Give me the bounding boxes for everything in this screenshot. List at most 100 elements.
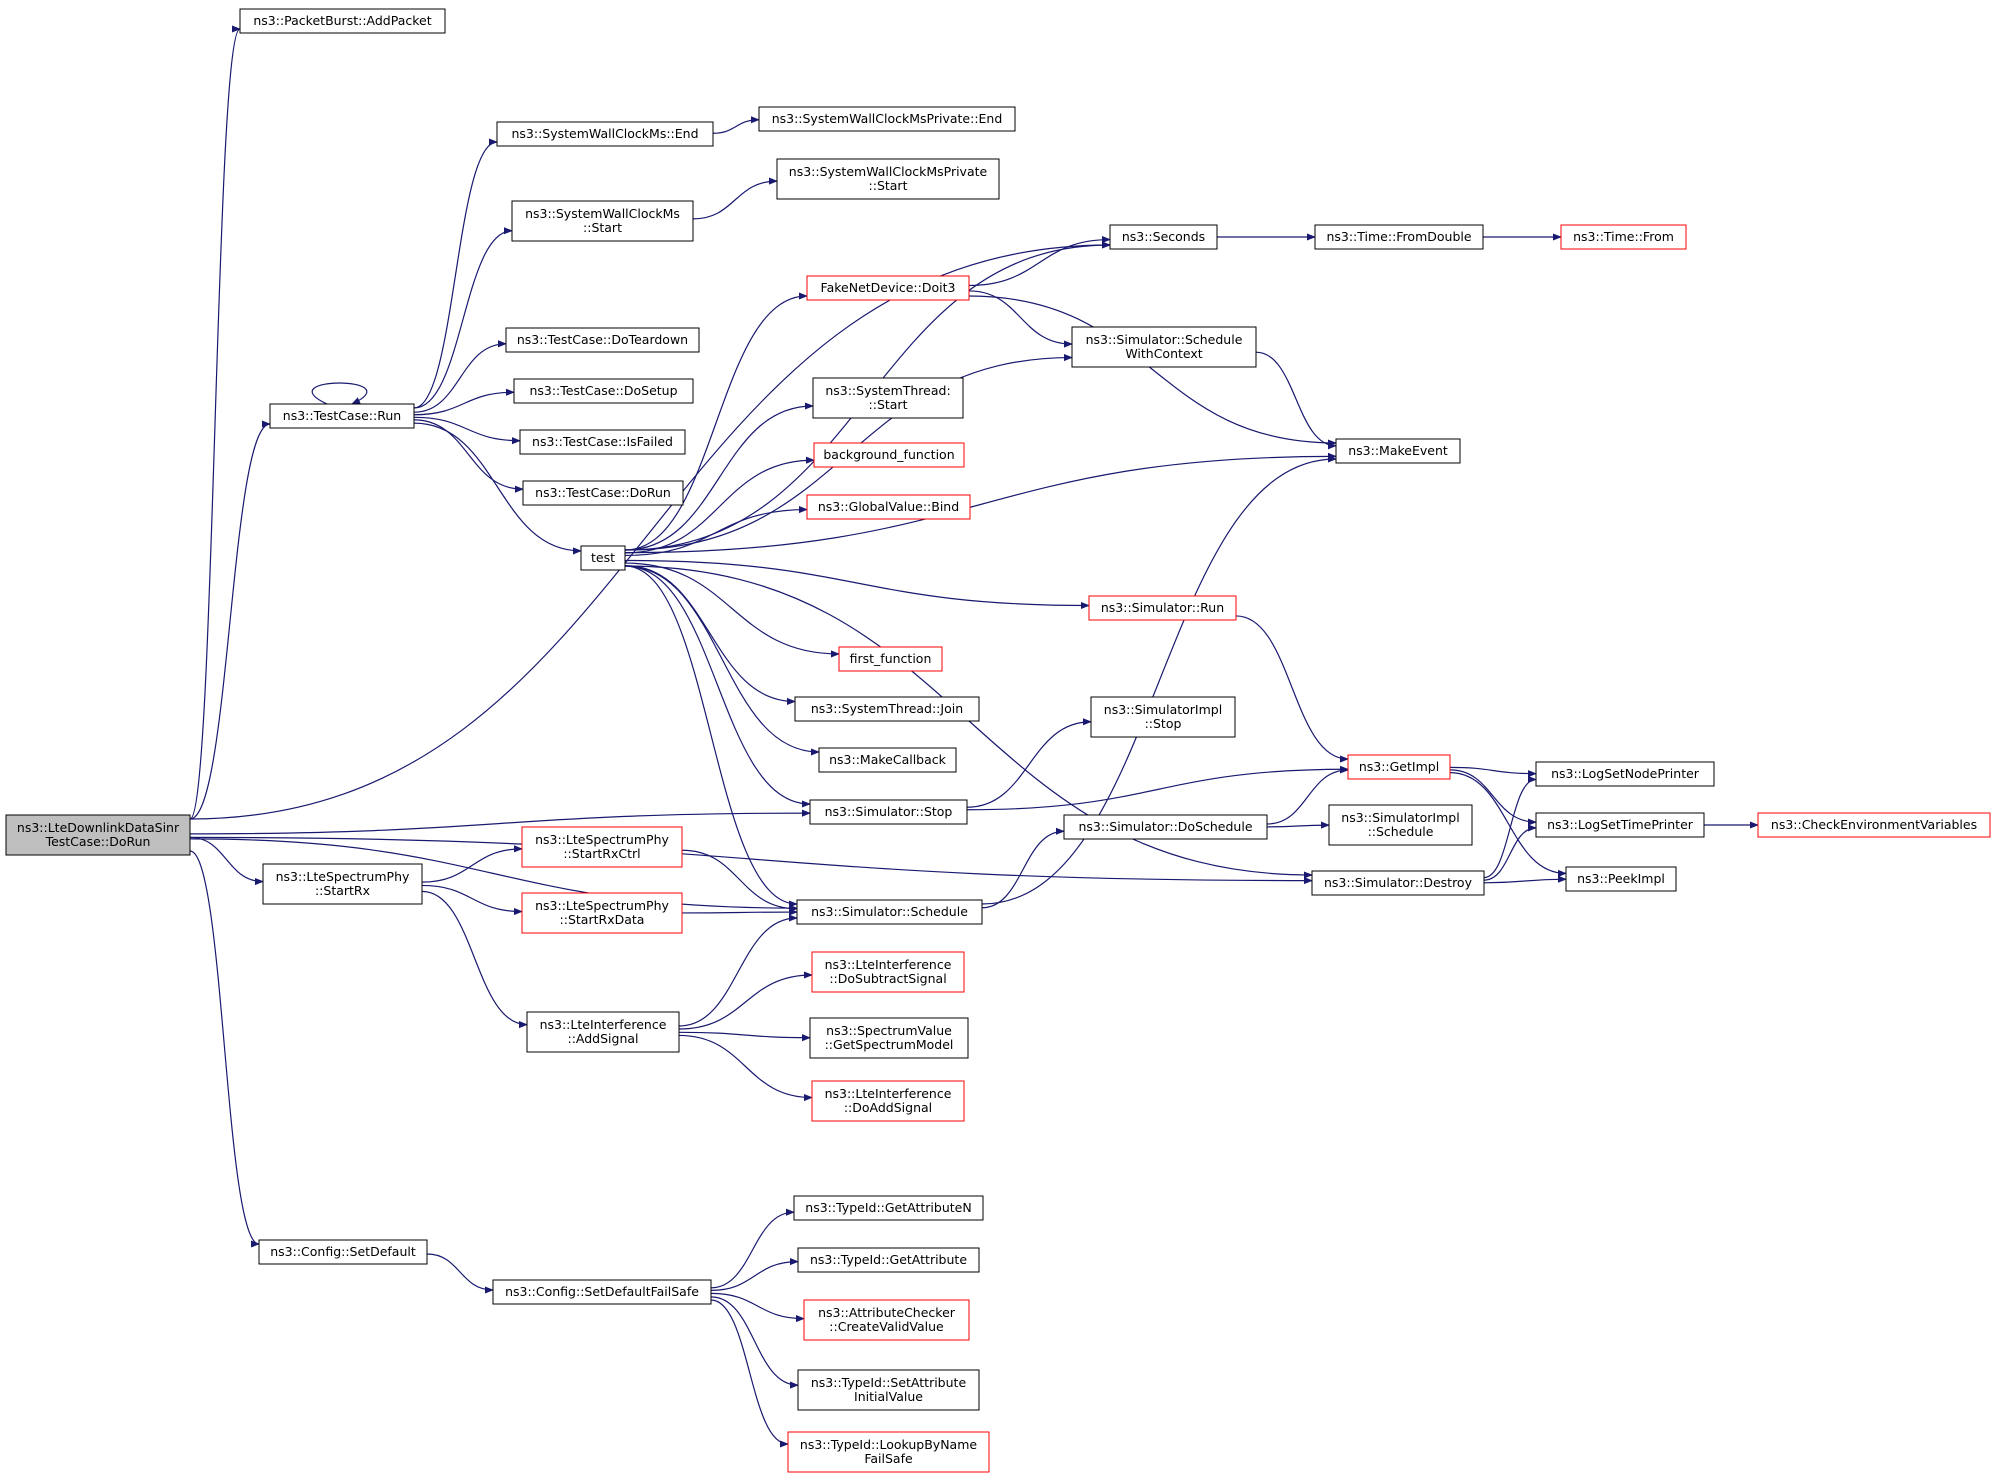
node-timeFrom[interactable]: ns3::Time::From bbox=[1560, 224, 1687, 250]
node-firstFunc[interactable]: first_function bbox=[838, 646, 943, 672]
node-box bbox=[505, 327, 700, 353]
edge-startRx-to-startRxData bbox=[421, 884, 523, 916]
node-swcStart[interactable]: ns3::SystemWallClockMs::Start bbox=[511, 200, 694, 242]
edge-test-to-doit3 bbox=[624, 292, 808, 551]
node-label: ns3::TestCase::DoRun bbox=[535, 485, 671, 500]
node-label: ns3::Simulator::Destroy bbox=[1324, 875, 1473, 890]
node-swcEnd[interactable]: ns3::SystemWallClockMs::End bbox=[496, 121, 714, 147]
node-box bbox=[258, 1239, 428, 1265]
edge-startRx-to-startRxCtrl bbox=[421, 845, 523, 883]
node-label: ns3::SystemThread::Join bbox=[811, 701, 963, 716]
edge-root-to-simStop bbox=[189, 809, 811, 835]
edge-setDefaultFS-to-getAttr bbox=[710, 1258, 799, 1291]
node-box bbox=[797, 1369, 980, 1411]
node-label: FailSafe bbox=[864, 1451, 913, 1466]
node-getSpecModel[interactable]: ns3::SpectrumValue::GetSpectrumModel bbox=[809, 1017, 969, 1059]
node-box bbox=[806, 275, 970, 301]
node-startRxData[interactable]: ns3::LteSpectrumPhy::StartRxData bbox=[521, 892, 683, 934]
node-addSignal[interactable]: ns3::LteInterference::AddSignal bbox=[526, 1011, 680, 1053]
node-setDefault[interactable]: ns3::Config::SetDefault bbox=[258, 1239, 428, 1265]
node-swcpEnd[interactable]: ns3::SystemWallClockMsPrivate::End bbox=[758, 106, 1016, 132]
node-addpacket[interactable]: ns3::PacketBurst::AddPacket bbox=[239, 8, 446, 34]
node-label: ns3::TestCase::DoTeardown bbox=[517, 332, 688, 347]
node-gvBind[interactable]: ns3::GlobalValue::Bind bbox=[806, 494, 971, 520]
node-box bbox=[239, 8, 446, 34]
edge-root-to-addpacket bbox=[189, 25, 241, 820]
node-box bbox=[809, 799, 968, 825]
node-label: WithContext bbox=[1125, 346, 1202, 361]
edge-setDefaultFS-to-createValid bbox=[710, 1292, 805, 1323]
node-getAttr[interactable]: ns3::TypeId::GetAttribute bbox=[797, 1247, 980, 1273]
node-peekImpl[interactable]: ns3::PeekImpl bbox=[1565, 866, 1677, 892]
node-label: ns3::TypeId::GetAttribute bbox=[810, 1252, 967, 1267]
node-bgFunc[interactable]: background_function bbox=[813, 442, 965, 468]
node-simSchedule[interactable]: ns3::Simulator::Schedule bbox=[796, 899, 983, 925]
edge-swcEnd-to-swcpEnd bbox=[712, 116, 760, 134]
node-simImplStop[interactable]: ns3::SimulatorImpl::Stop bbox=[1090, 696, 1236, 738]
node-swcpStart[interactable]: ns3::SystemWallClockMsPrivate::Start bbox=[776, 158, 1000, 200]
node-isFailed[interactable]: ns3::TestCase::IsFailed bbox=[519, 429, 686, 455]
edge-root-to-startRx bbox=[189, 836, 264, 886]
edge-simStop-to-simImplStop bbox=[966, 718, 1092, 808]
node-stJoin[interactable]: ns3::SystemThread::Join bbox=[794, 696, 980, 722]
edge-startRxCtrl-to-simSchedule bbox=[681, 849, 798, 913]
node-logTime[interactable]: ns3::LogSetTimePrinter bbox=[1535, 812, 1705, 838]
node-makeCallback[interactable]: ns3::MakeCallback bbox=[818, 747, 957, 773]
edge-tcRun-to-teardown bbox=[413, 340, 507, 413]
node-makeEvent[interactable]: ns3::MakeEvent bbox=[1335, 438, 1461, 464]
node-simRun[interactable]: ns3::Simulator::Run bbox=[1088, 595, 1237, 621]
node-box bbox=[776, 158, 1000, 200]
edge-setDefault-to-setDefaultFS bbox=[426, 1253, 494, 1294]
edge-root-to-tcRun bbox=[189, 420, 271, 820]
node-label: ns3::LteSpectrumPhy bbox=[276, 869, 410, 884]
node-label: ns3::SpectrumValue bbox=[826, 1023, 952, 1038]
node-box bbox=[797, 1247, 980, 1273]
node-doAddSignal[interactable]: ns3::LteInterference::DoAddSignal bbox=[811, 1080, 965, 1122]
node-label: ns3::LteSpectrumPhy bbox=[535, 898, 669, 913]
node-tcRun[interactable]: ns3::TestCase::Run bbox=[269, 403, 415, 429]
node-teardown[interactable]: ns3::TestCase::DoTeardown bbox=[505, 327, 700, 353]
node-box bbox=[809, 1017, 969, 1059]
node-stStart[interactable]: ns3::SystemThread:::Start bbox=[812, 377, 964, 419]
node-getAttrN[interactable]: ns3::TypeId::GetAttributeN bbox=[793, 1195, 984, 1221]
node-box bbox=[1535, 812, 1705, 838]
node-createValid[interactable]: ns3::AttributeChecker::CreateValidValue bbox=[803, 1299, 970, 1341]
node-startRxCtrl[interactable]: ns3::LteSpectrumPhy::StartRxCtrl bbox=[521, 826, 683, 868]
edge-doit3-to-seconds bbox=[968, 235, 1111, 287]
edge-simDestroy-to-peekImpl bbox=[1483, 875, 1567, 884]
node-doSchedule[interactable]: ns3::Simulator::DoSchedule bbox=[1063, 814, 1268, 840]
edge-tcRun-to-isFailed bbox=[413, 416, 521, 445]
node-label: InitialValue bbox=[854, 1389, 923, 1404]
node-box bbox=[1071, 326, 1257, 368]
node-logNode[interactable]: ns3::LogSetNodePrinter bbox=[1535, 761, 1715, 787]
node-setup[interactable]: ns3::TestCase::DoSetup bbox=[513, 378, 694, 404]
node-label: ::StartRxCtrl bbox=[563, 846, 640, 861]
node-box bbox=[1757, 812, 1991, 838]
edge-test-to-simStop bbox=[624, 565, 811, 808]
node-label: ns3::AttributeChecker bbox=[818, 1305, 956, 1320]
edge-swcStart-to-swcpStart bbox=[692, 177, 778, 220]
edge-tcRun-to-doRun bbox=[413, 419, 524, 493]
node-setDefaultFS[interactable]: ns3::Config::SetDefaultFailSafe bbox=[492, 1279, 712, 1305]
node-simStop[interactable]: ns3::Simulator::Stop bbox=[809, 799, 968, 825]
node-simImplSched[interactable]: ns3::SimulatorImpl::Schedule bbox=[1328, 804, 1473, 846]
node-label: ::Start bbox=[869, 397, 908, 412]
node-fromDouble[interactable]: ns3::Time::FromDouble bbox=[1314, 224, 1484, 250]
node-label: ns3::SystemWallClockMs bbox=[525, 206, 680, 221]
node-doSubtract[interactable]: ns3::LteInterference::DoSubtractSignal bbox=[811, 951, 965, 993]
edge-addSignal-to-doSubtract bbox=[678, 971, 813, 1030]
node-doRun[interactable]: ns3::TestCase::DoRun bbox=[522, 480, 684, 506]
node-box bbox=[806, 494, 971, 520]
node-checkEnv[interactable]: ns3::CheckEnvironmentVariables bbox=[1757, 812, 1991, 838]
node-box bbox=[526, 1011, 680, 1053]
node-getImpl[interactable]: ns3::GetImpl bbox=[1347, 754, 1451, 780]
node-test[interactable]: test bbox=[580, 545, 626, 571]
node-doit3[interactable]: FakeNetDevice::Doit3 bbox=[806, 275, 970, 301]
node-startRx[interactable]: ns3::LteSpectrumPhy::StartRx bbox=[262, 863, 423, 905]
node-seconds[interactable]: ns3::Seconds bbox=[1109, 224, 1218, 250]
node-simDestroy[interactable]: ns3::Simulator::Destroy bbox=[1311, 870, 1485, 896]
